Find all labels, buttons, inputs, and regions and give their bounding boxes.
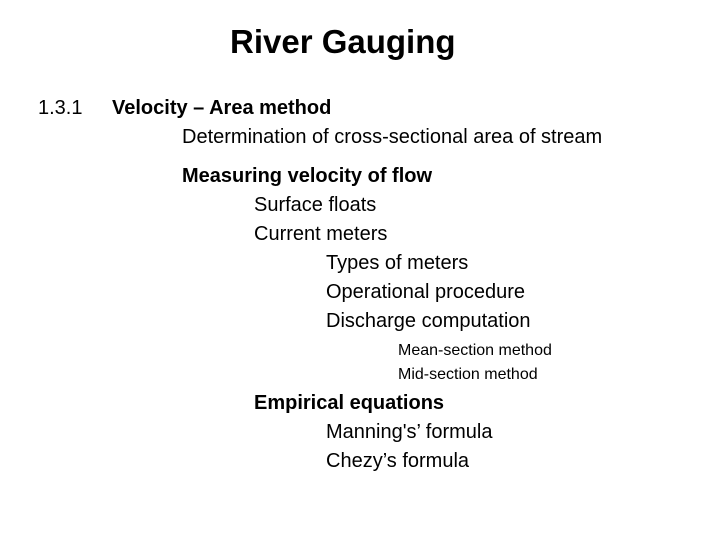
item-current-meters: Current meters [254, 223, 388, 245]
item-operational-procedure: Operational procedure [326, 281, 526, 303]
slide-title: River Gauging [230, 23, 456, 60]
section-number: 1.3.1 [38, 97, 83, 119]
section-title: Velocity – Area method [112, 97, 332, 119]
item-mid-section-method: Mid-section method [398, 366, 538, 383]
item-types-of-meters: Types of meters [326, 252, 469, 274]
item-discharge-computation: Discharge computation [326, 310, 531, 332]
item-chezys-formula: Chezy’s formula [326, 450, 470, 472]
item-mean-section-method: Mean-section method [398, 342, 552, 359]
item-cross-sectional-area: Determination of cross-sectional area of… [182, 126, 603, 148]
item-mannings-formula: Manning's’ formula [326, 421, 493, 443]
item-surface-floats: Surface floats [254, 194, 377, 216]
item-empirical-equations: Empirical equations [254, 392, 445, 414]
item-measuring-velocity: Measuring velocity of flow [182, 165, 433, 187]
